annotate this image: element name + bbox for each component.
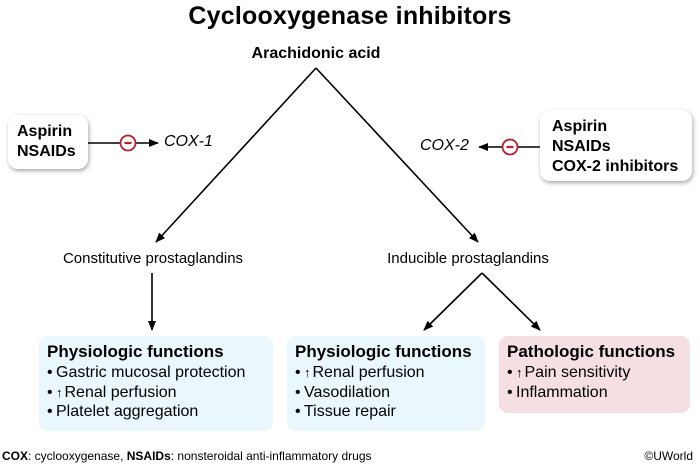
inducible-prostaglandins-label: Inducible prostaglandins <box>387 250 549 267</box>
function-item: •Gastric mucosal protection <box>47 363 273 383</box>
inducible-physiologic-functions-box: Physiologic functions •↑Renal perfusion … <box>287 336 485 431</box>
function-list: •Gastric mucosal protection •↑Renal perf… <box>47 363 273 422</box>
function-text: Renal perfusion <box>64 383 177 401</box>
function-text: Pain sensitivity <box>524 364 631 381</box>
increase-arrow-icon: ↑ <box>56 384 63 400</box>
function-item: •↑Pain sensitivity <box>507 363 690 383</box>
function-item: •Inflammation <box>507 383 690 403</box>
function-item: •↑Renal perfusion <box>47 383 273 403</box>
bullet-icon: • <box>295 364 301 381</box>
increase-arrow-icon: ↑ <box>304 365 311 380</box>
cox1-label: COX-1 <box>164 133 213 150</box>
abbr-cox: COX <box>2 449 29 463</box>
function-text: Tissue repair <box>304 403 396 420</box>
function-item: •Vasodilation <box>295 383 485 403</box>
function-list: •↑Pain sensitivity •Inflammation <box>507 363 690 402</box>
drug-label: Aspirin <box>552 118 608 135</box>
drug-label: COX-2 inhibitors <box>552 158 679 175</box>
increase-arrow-icon: ↑ <box>516 365 523 380</box>
drug-label: NSAIDs <box>552 138 611 155</box>
bullet-icon: • <box>295 383 301 401</box>
function-text: Platelet aggregation <box>56 403 199 420</box>
function-box-title: Physiologic functions <box>47 342 224 361</box>
copyright-label: ©UWorld <box>644 449 693 463</box>
bullet-icon: • <box>295 403 301 420</box>
function-box-title: Pathologic functions <box>507 342 676 361</box>
arrow-to-constitutive <box>155 67 317 243</box>
function-text: Vasodilation <box>304 383 390 401</box>
arrow-to-inducible <box>315 67 479 243</box>
drug-label: Aspirin <box>17 123 73 140</box>
function-text: Inflammation <box>516 383 608 401</box>
constitutive-physiologic-functions-box: Physiologic functions •Gastric mucosal p… <box>39 336 273 431</box>
diagram-title: Cyclooxygenase inhibitors <box>188 2 512 30</box>
bullet-icon: • <box>47 364 53 381</box>
abbr-nsaids: NSAIDs <box>126 449 171 463</box>
bullet-icon: • <box>507 383 513 401</box>
def-cox: : cyclooxygenase, <box>28 449 127 463</box>
function-item: •Tissue repair <box>295 402 485 422</box>
function-text: Gastric mucosal protection <box>56 364 246 381</box>
function-list: •↑Renal perfusion •Vasodilation •Tissue … <box>295 363 485 422</box>
constitutive-prostaglandins-label: Constitutive prostaglandins <box>62 250 244 267</box>
function-item: •↑Renal perfusion <box>295 363 485 383</box>
arachidonic-acid-label: Arachidonic acid <box>251 45 381 62</box>
drug-label: NSAIDs <box>17 143 76 160</box>
inhibit-icon-cox2 <box>501 138 519 156</box>
function-item: •Platelet aggregation <box>47 402 273 422</box>
def-nsaids: : nonsteroidal anti-inflammatory drugs <box>170 449 372 463</box>
bullet-icon: • <box>47 383 53 401</box>
abbreviation-footnote: COX: cyclooxygenase, NSAIDs: nonsteroida… <box>2 449 372 463</box>
arrow-inducible-to-pathologic <box>481 272 541 331</box>
cox2-label: COX-2 <box>420 137 469 154</box>
function-box-title: Physiologic functions <box>295 342 472 361</box>
function-text: Renal perfusion <box>312 364 425 381</box>
inducible-pathologic-functions-box: Pathologic functions •↑Pain sensitivity … <box>499 336 690 413</box>
cox1-inhibitor-drugs-box: Aspirin NSAIDs <box>8 115 88 169</box>
bullet-icon: • <box>47 403 53 420</box>
inhibit-icon-cox1 <box>119 134 137 152</box>
arrow-inducible-to-physiologic <box>423 272 483 331</box>
cox2-inhibitor-drugs-box: Aspirin NSAIDs COX-2 inhibitors <box>540 110 692 181</box>
bullet-icon: • <box>507 364 513 381</box>
